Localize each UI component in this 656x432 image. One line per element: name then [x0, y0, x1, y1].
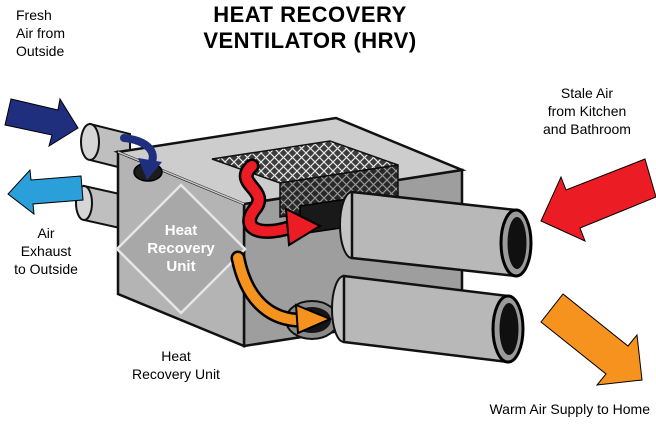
- label-fresh-air-line3: Outside: [16, 43, 65, 59]
- diamond-text-line1: Heat: [165, 222, 198, 239]
- label-air-exhaust: Air Exhaust to Outside: [0, 224, 92, 278]
- label-stale-air-line3: and Bathroom: [543, 121, 631, 137]
- title-line-1: HEAT RECOVERY: [213, 2, 407, 27]
- internal-warm-arrow: [233, 253, 301, 325]
- unit-diamond: [115, 183, 247, 315]
- label-air-exhaust-line2: Exhaust: [20, 243, 72, 259]
- label-unit-caption-line1: Heat: [161, 348, 191, 364]
- label-fresh-air-line1: Fresh: [16, 7, 52, 23]
- internal-warm-arrowhead: [294, 303, 333, 335]
- label-unit-caption: Heat Recovery Unit: [100, 347, 252, 383]
- duct-lower-right-opening: [499, 303, 519, 355]
- warm-air-arrow: [540, 293, 643, 386]
- label-warm-air-line1: Warm Air Supply to Home: [489, 401, 650, 417]
- diamond-text-line3: Unit: [166, 258, 195, 275]
- exhaust-arrow: [7, 168, 84, 216]
- label-air-exhaust-line3: to Outside: [14, 261, 78, 277]
- label-unit-caption-line2: Recovery Unit: [132, 366, 220, 382]
- duct-upper-right-opening: [507, 217, 527, 269]
- internal-fresh-air-arrowhead: [138, 158, 162, 180]
- duct-upper-left-opening: [80, 123, 100, 161]
- label-warm-air: Warm Air Supply to Home: [390, 400, 650, 418]
- diagram-title: HEAT RECOVERY VENTILATOR (HRV): [120, 2, 500, 54]
- label-fresh-air: Fresh Air from Outside: [16, 6, 106, 60]
- title-line-2: VENTILATOR (HRV): [203, 28, 417, 53]
- internal-stale-arrowhead: [284, 207, 323, 247]
- fresh-air-arrow: [4, 97, 79, 148]
- internal-stale-arrow: [241, 161, 293, 237]
- label-fresh-air-line2: Air from: [16, 25, 65, 41]
- diamond-text-line2: Recovery: [147, 240, 215, 257]
- stale-air-arrow: [540, 158, 656, 242]
- label-air-exhaust-line1: Air: [37, 225, 55, 241]
- label-stale-air-line1: Stale Air: [560, 85, 614, 101]
- duct-lower-right: [342, 274, 510, 364]
- box-edge-highlight: [117, 151, 245, 205]
- label-stale-air-line2: from Kitchen: [547, 103, 627, 119]
- label-stale-air: Stale Air from Kitchen and Bathroom: [518, 84, 656, 138]
